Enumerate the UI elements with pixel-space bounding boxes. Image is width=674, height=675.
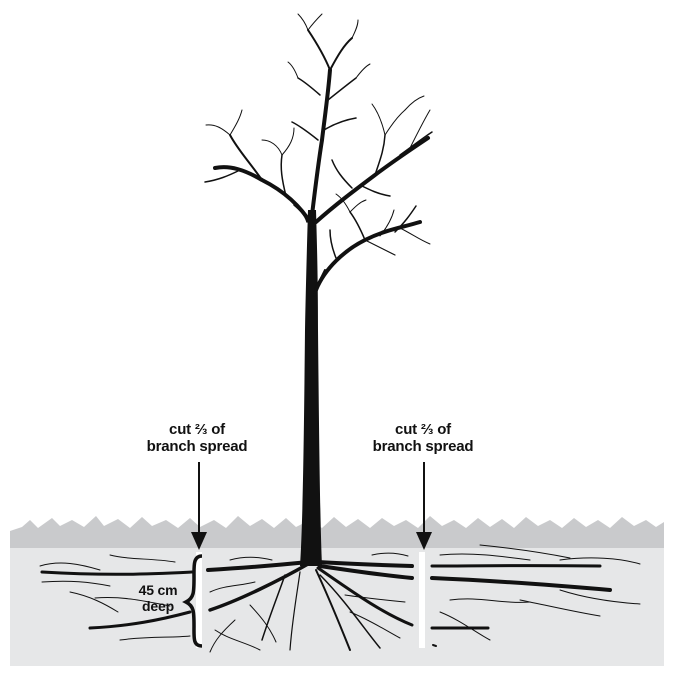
right-cut-label: cut ⅔ of branch spread bbox=[348, 421, 498, 455]
arrow-right bbox=[416, 462, 432, 550]
right-cut-label-line1: cut ⅔ of bbox=[348, 421, 498, 438]
left-cut-label-line2: branch spread bbox=[122, 438, 272, 455]
tree-trunk bbox=[300, 210, 322, 566]
depth-label-line1: 45 cm bbox=[128, 582, 188, 598]
right-cut-label-line2: branch spread bbox=[348, 438, 498, 455]
tree-crown bbox=[205, 14, 432, 296]
grass-strip bbox=[10, 516, 664, 548]
depth-label-line2: deep bbox=[128, 598, 188, 614]
arrow-left bbox=[191, 462, 207, 550]
depth-label: 45 cm deep bbox=[128, 582, 188, 614]
left-cut-label: cut ⅔ of branch spread bbox=[122, 421, 272, 455]
left-cut-label-line1: cut ⅔ of bbox=[122, 421, 272, 438]
